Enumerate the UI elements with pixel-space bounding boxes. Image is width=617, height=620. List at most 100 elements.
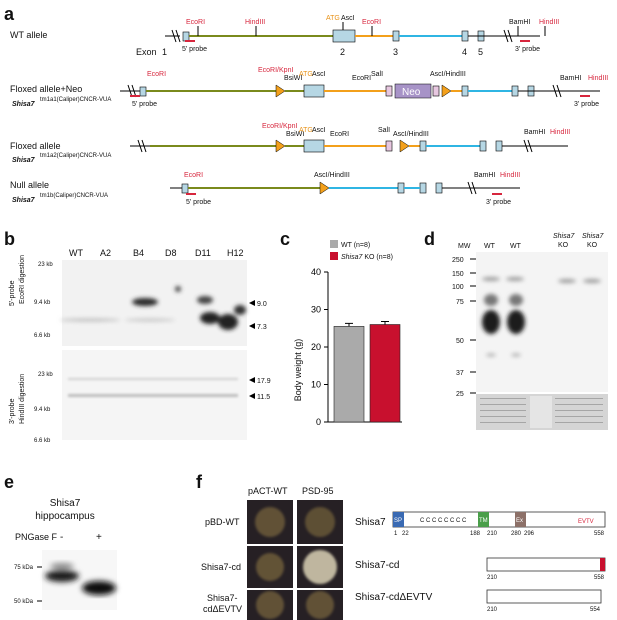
f-row-cdd-2: cdΔEVTV — [203, 604, 242, 614]
arrow-7-3-icon — [249, 323, 255, 329]
arrow-11-5-icon — [249, 393, 255, 399]
null-3probe: 3' probe — [486, 199, 511, 206]
allele-title-floxed: Floxed allele — [10, 141, 61, 151]
null-hindiii: HindIII — [500, 172, 520, 179]
lane-label-wt: WT — [69, 248, 83, 258]
tm-domain — [478, 512, 489, 527]
top-marker-66: 6.6 kb — [34, 333, 51, 339]
floxneo-ecori-kpni: EcoRI/KpnI — [258, 67, 293, 74]
panel-f-yeast-two-hybrid: pACT-WT PSD-95 pBD-WT Shisa7-cd Shisa7- … — [201, 486, 606, 620]
f-row-cdd-1: Shisa7- — [207, 593, 238, 603]
wt-5probe-label: 5' probe — [182, 46, 207, 53]
y-tick-label: 40 — [311, 267, 321, 277]
lane-d-ko1-sub: KO — [558, 242, 569, 249]
floxed-bsiwi: BsiWI — [286, 131, 304, 138]
sp-label: SP — [394, 518, 402, 524]
floxed-sali: SalI — [378, 127, 390, 134]
floxed-asci: AscI — [312, 127, 326, 134]
shisa7-cd-bar — [486, 557, 606, 572]
top-arrow-9-0: 9.0 — [257, 301, 267, 308]
floxed-hindiii: HindIII — [550, 129, 570, 136]
bottom-marker-66: 6.6 kb — [34, 438, 51, 444]
top-marker-23: 23 kb — [38, 262, 53, 268]
panel-label-f: f — [196, 472, 203, 492]
wt-hindiii-label: HindIII — [245, 19, 265, 26]
panel-c-body-weight-chart: WT (n=8) Shisa7 KO (n=8) Body weight (g)… — [293, 240, 402, 427]
floxed-allele-map — [130, 139, 568, 153]
null-ecori: EcoRI — [184, 172, 203, 179]
floxneo-ecori2: EcoRI — [352, 75, 371, 82]
panel-label-a: a — [4, 4, 15, 24]
y-tick-label: 30 — [311, 305, 321, 315]
exon-label: Exon — [136, 47, 157, 57]
bottom-arrow-17-9: 17.9 — [257, 378, 271, 385]
lane-d-wt2: WT — [510, 243, 522, 250]
panel-label-d: d — [424, 229, 435, 249]
legend-label-wt: WT (n=8) — [341, 242, 370, 249]
cys-label: C C C C C C C C — [420, 518, 467, 524]
bottom-digest-label: HindIII digestion — [19, 374, 26, 424]
d-marker-25: 25 — [456, 391, 464, 398]
num-188: 188 — [470, 531, 481, 537]
y-tick-label: 0 — [316, 417, 321, 427]
allele-sup-floxneo: tm1a1(Caliper)CNCR-VUA — [40, 97, 111, 103]
floxed-ecori-kpni: EcoRI/KpnI — [262, 123, 297, 130]
panel-e-pngase-blot: Shisa7 hippocampus PNGase F - + 75 kDa 5… — [14, 498, 117, 610]
cdd-num-554: 554 — [590, 607, 601, 613]
null-allele-map — [170, 181, 520, 195]
floxneo-ecori: EcoRI — [147, 71, 166, 78]
floxed-ecori2: EcoRI — [330, 131, 349, 138]
loading-bands — [480, 396, 603, 428]
legend-label-ko: Shisa7 KO (n=8) — [341, 254, 393, 261]
floxneo-asci-hindiii: AscI/HindIII — [430, 71, 466, 78]
panel-b-southern-blot: WT A2 B4 D8 D11 H12 23 kb 9.4 kb 6.6 kb … — [9, 248, 271, 444]
floxneo-5probe: 5' probe — [132, 101, 157, 108]
e-marker-50: 50 kDa — [14, 599, 34, 605]
e-minus: - — [60, 532, 63, 543]
exon-num-1: 1 — [162, 47, 167, 57]
bottom-marker-23: 23 kb — [38, 372, 53, 378]
ex-domain — [515, 512, 526, 527]
wt-3probe-label: 3' probe — [515, 46, 540, 53]
wt-ecori2-label: EcoRI — [362, 19, 381, 26]
num-558: 558 — [594, 531, 605, 537]
exon-num-4: 4 — [462, 47, 467, 57]
lane-d-ko2-sub: KO — [587, 242, 598, 249]
f-diag-cdd-label: Shisa7-cdΔEVTV — [355, 592, 433, 603]
lane-label-b4: B4 — [133, 248, 144, 258]
wt-hindiii2-label: HindIII — [539, 19, 559, 26]
exon-3 — [392, 30, 400, 42]
lane-label-a2: A2 — [100, 248, 111, 258]
floxneo-bamhi: BamHI — [560, 75, 581, 82]
floxed-atg: ATG — [299, 127, 313, 134]
wt-ecori-label: EcoRI — [186, 19, 205, 26]
d-marker-100: 100 — [452, 284, 464, 291]
f-col-psd95: PSD-95 — [302, 486, 334, 496]
exon-1 — [182, 31, 190, 42]
wt-asci-label: AscI — [341, 15, 355, 22]
f-row-cd: Shisa7-cd — [201, 562, 241, 572]
floxneo-bsiwi: BsiWI — [284, 75, 302, 82]
e-pngase-label: PNGase F — [15, 532, 58, 542]
bottom-arrow-11-5: 11.5 — [257, 394, 270, 401]
floxneo-3probe: 3' probe — [574, 101, 599, 108]
floxed-asci-hindiii: AscI/HindIII — [393, 131, 429, 138]
lane-label-h12: H12 — [227, 248, 244, 258]
f-diag-cd-label: Shisa7-cd — [355, 560, 399, 571]
num-1: 1 — [394, 531, 398, 537]
y-tick-label: 20 — [311, 342, 321, 352]
arrow-17-9-icon — [249, 377, 255, 383]
bottom-probe-label: 3'-probe — [9, 398, 16, 424]
allele-gene-null: Shisa7 — [12, 197, 36, 204]
legend-ko-gene: Shisa7 — [341, 254, 364, 261]
ex-label: Ex — [516, 518, 523, 524]
panel-label-c: c — [280, 229, 290, 249]
allele-title-wt: WT allele — [10, 30, 47, 40]
bar-0 — [333, 326, 365, 423]
allele-title-null: Null allele — [10, 180, 49, 190]
lane-label-d8: D8 — [165, 248, 177, 258]
y-tick-label: 10 — [311, 380, 321, 390]
cd-num-558: 558 — [594, 575, 605, 581]
wt-bamhi-label: BamHI — [509, 19, 530, 26]
floxneo-asci: AscI — [312, 71, 326, 78]
